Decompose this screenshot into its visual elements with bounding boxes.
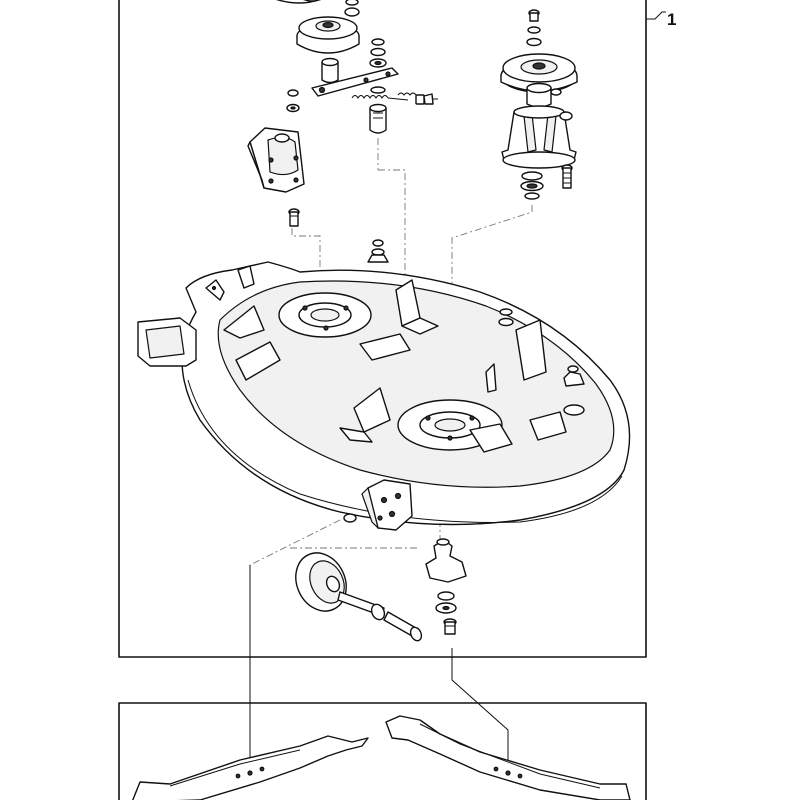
front-bracket-plate (343, 479, 413, 531)
deck-stud-nut (367, 239, 389, 263)
blade-arrows (247, 565, 511, 772)
hex-nut-left (286, 89, 300, 113)
bracket-bolt (288, 208, 300, 227)
idler-bushing (369, 86, 387, 134)
idler-pulley-top-left (276, 0, 360, 54)
callout-1-label: 1 (667, 10, 676, 29)
pulley-spacer (321, 57, 339, 84)
tension-spring (351, 92, 438, 105)
callout-1: 1 (646, 10, 676, 29)
deck-assembly-frame (118, 0, 647, 658)
tension-arm (311, 67, 399, 97)
mounting-bracket (247, 127, 305, 193)
blade-assembly-frame (118, 702, 647, 800)
blade-right (385, 715, 631, 800)
anti-scalp-wheel (295, 552, 423, 642)
blade-left (132, 735, 369, 800)
mower-deck (137, 261, 631, 526)
washer-stack-center (369, 38, 387, 68)
spindle-assembly (500, 9, 578, 200)
blade-adapter (425, 538, 467, 635)
